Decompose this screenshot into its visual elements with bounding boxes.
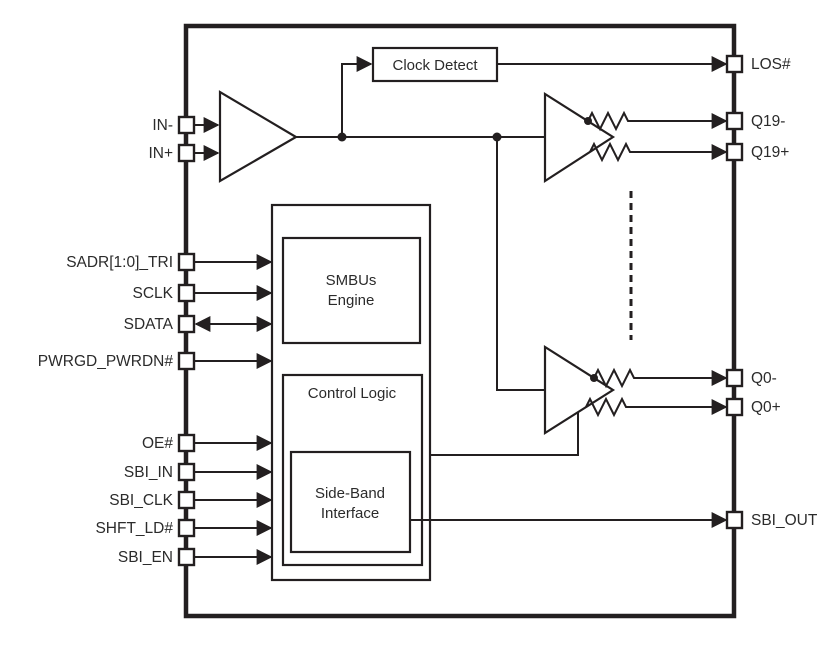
wire-q0-plus-resistor xyxy=(585,396,728,418)
pin-label-q0-minus: Q0- xyxy=(751,370,777,387)
pin-sbi-in xyxy=(177,462,196,482)
wires xyxy=(194,56,728,565)
input-buffer-triangle xyxy=(218,90,299,183)
pin-q0-plus xyxy=(725,397,744,417)
pin-label-in-plus: IN+ xyxy=(148,145,173,162)
left-pin-labels: IN- IN+ SADR[1:0]_TRI SCLK SDATA PWRGD_P… xyxy=(38,117,174,566)
output-driver-q19-triangle xyxy=(543,92,616,184)
pin-sclk xyxy=(177,283,196,303)
smbus-engine-label-line2: Engine xyxy=(328,292,375,309)
junction-dot-clock-branch xyxy=(337,132,347,142)
pin-sbi-out xyxy=(725,510,744,530)
pin-q19-minus xyxy=(725,111,744,131)
pin-label-sadr-tri: SADR[1:0]_TRI xyxy=(66,254,173,271)
wire-q19-minus-resistor xyxy=(587,110,728,132)
right-pins xyxy=(725,54,744,530)
clock-detect-label: Clock Detect xyxy=(392,57,478,74)
pin-label-sbi-en: SBI_EN xyxy=(118,549,173,566)
wire-to-q0-driver xyxy=(496,137,544,391)
pin-shft-ld xyxy=(177,518,196,538)
pin-q19-plus xyxy=(725,142,744,162)
pin-label-q19-minus: Q19- xyxy=(751,113,785,130)
pin-q0-minus xyxy=(725,368,744,388)
clock-detect-block xyxy=(371,46,499,83)
pin-label-shft-ld: SHFT_LD# xyxy=(95,520,173,537)
pin-label-q19-plus: Q19+ xyxy=(751,144,789,161)
smbus-engine-block xyxy=(281,236,422,345)
side-band-label-line1: Side-Band xyxy=(315,485,385,502)
pin-label-sdata: SDATA xyxy=(124,316,174,333)
pin-sbi-clk xyxy=(177,490,196,510)
control-logic-label: Control Logic xyxy=(308,385,397,402)
pin-oe xyxy=(177,433,196,453)
pin-label-q0-plus: Q0+ xyxy=(751,399,781,416)
junction-dots xyxy=(337,117,598,382)
side-band-label-line2: Interface xyxy=(321,505,379,522)
wire-q0-minus-resistor xyxy=(593,367,728,389)
smbus-engine-label-line1: SMBUs xyxy=(326,272,377,289)
pin-sadr-tri xyxy=(177,252,196,272)
pin-label-los: LOS# xyxy=(751,56,791,73)
pin-sdata xyxy=(177,314,196,334)
pin-sbi-en xyxy=(177,547,196,567)
output-driver-q0-triangle xyxy=(543,345,616,435)
pin-label-sbi-clk: SBI_CLK xyxy=(109,492,173,509)
junction-dot-q19-output xyxy=(584,117,592,125)
right-pin-labels: LOS# Q19- Q19+ Q0- Q0+ SBI_OUT xyxy=(751,56,818,529)
pin-los xyxy=(725,54,744,74)
pin-label-pwrgd-pwrdn: PWRGD_PWRDN# xyxy=(38,353,174,370)
pin-in-plus xyxy=(177,143,196,163)
side-band-interface-block xyxy=(289,450,412,554)
pin-in-minus xyxy=(177,115,196,135)
pin-pwrgd-pwrdn xyxy=(177,351,196,371)
pin-label-sbi-in: SBI_IN xyxy=(124,464,173,481)
pin-label-in-minus: IN- xyxy=(152,117,173,134)
pin-label-sclk: SCLK xyxy=(133,285,174,302)
wire-q19-plus-resistor xyxy=(589,141,728,163)
wire-to-clock-detect xyxy=(341,56,373,137)
pin-label-sbi-out: SBI_OUT xyxy=(751,512,818,529)
junction-dot-q0-output xyxy=(590,374,598,382)
junction-dot-q0-branch xyxy=(492,132,502,142)
pin-label-oe: OE# xyxy=(142,435,173,452)
wire-control-to-driver xyxy=(430,412,579,456)
